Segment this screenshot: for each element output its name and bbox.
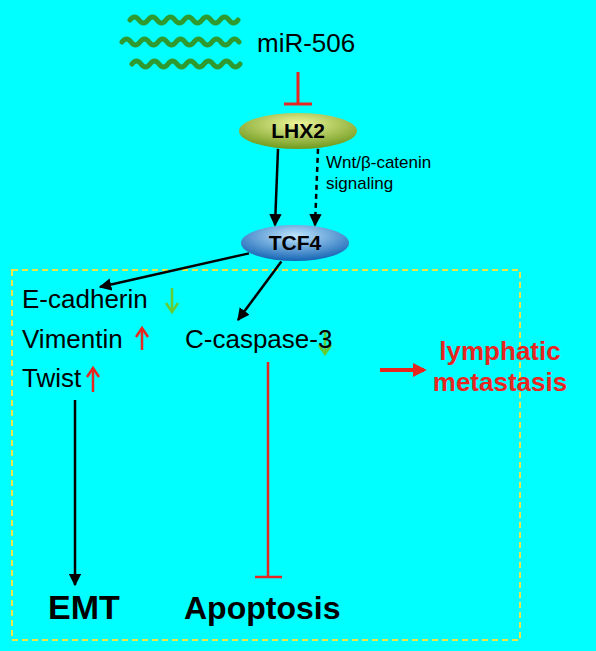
- arrow-connector: [100, 253, 249, 287]
- gene-ellipse: TCF4: [240, 224, 350, 262]
- outcome-label: lymphatic metastasis: [420, 336, 580, 398]
- arrow-connector: [238, 261, 281, 320]
- metastasis-arrow: [380, 368, 424, 372]
- mirna-squiggles: [122, 17, 240, 67]
- arrow-connector: [275, 149, 278, 225]
- edge-label: Wnt/β-catenin signaling: [326, 152, 451, 195]
- process-text: Apoptosis: [184, 590, 340, 627]
- effect-frame: E-cadherinVimentinTwist C-caspase-3EMT Apo…: [12, 270, 520, 640]
- gene-name: TCF4: [240, 224, 350, 262]
- marker-text: C-caspase-3: [185, 324, 332, 355]
- marker-text: E-cadherin: [22, 284, 148, 315]
- ellipse-fill: [239, 113, 357, 149]
- dashed-arrow: [315, 149, 318, 225]
- gene-ellipse: LHX2: [238, 112, 358, 150]
- mirna-label: miR-506: [257, 28, 377, 59]
- emt-arrow: [74, 400, 77, 585]
- marker-text: Twist: [22, 363, 81, 394]
- process-text: EMT: [48, 588, 120, 627]
- dashed-frame-outline: [12, 270, 520, 640]
- apoptosis-inhibition: [255, 362, 282, 577]
- ellipse-fill: [241, 225, 349, 261]
- marker-text: Vimentin: [22, 324, 123, 355]
- gene-name: LHX2: [238, 112, 358, 150]
- inhibition-line: [284, 72, 312, 104]
